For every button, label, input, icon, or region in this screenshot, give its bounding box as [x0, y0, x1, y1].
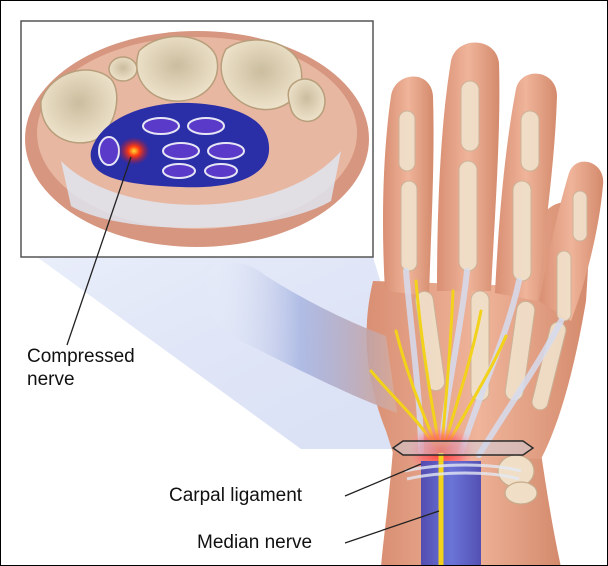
- compressed-nerve-spot: [118, 137, 150, 165]
- carpal-ligament-label: Carpal ligament: [169, 485, 302, 507]
- wrist-cross-section: [25, 31, 369, 247]
- median-nerve-label: Median nerve: [197, 532, 312, 554]
- tendon-sheath: [421, 461, 481, 565]
- compressed-nerve-label-line2: nerve: [27, 369, 75, 391]
- carpal-ligament-band: [393, 441, 533, 455]
- compressed-nerve-label: Compressed: [27, 346, 135, 368]
